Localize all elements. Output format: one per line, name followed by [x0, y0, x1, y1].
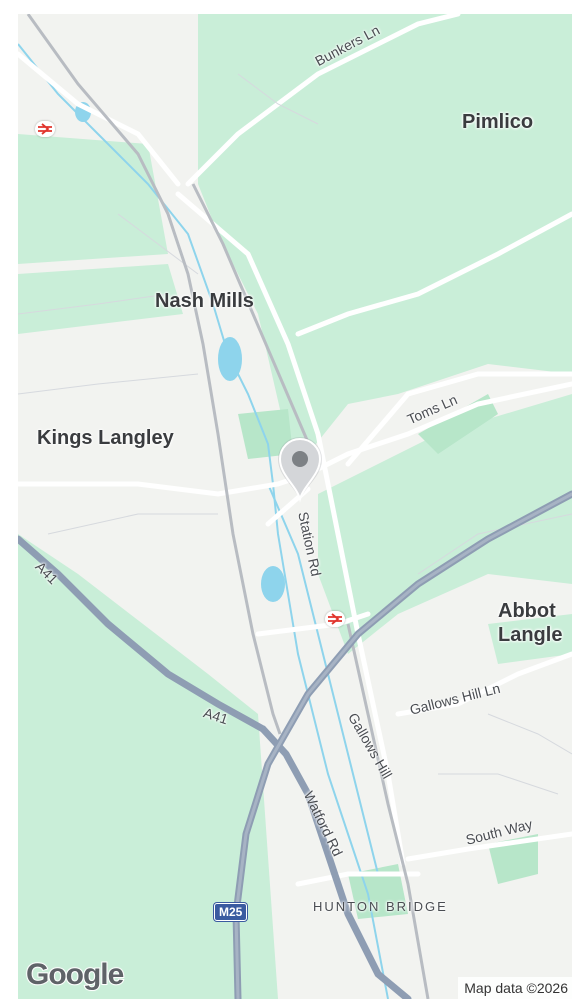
- google-logo[interactable]: Google: [25, 957, 125, 992]
- place-label-nash-mills: Nash Mills: [155, 290, 254, 312]
- rail-station-icon[interactable]: [35, 121, 55, 137]
- m25-shield: M25: [214, 903, 248, 921]
- place-label-abbots-langley-line2: Langle: [498, 624, 563, 646]
- place-label-pimlico: Pimlico: [462, 111, 534, 133]
- place-label-hunton-bridge: HUNTON BRIDGE: [313, 899, 448, 914]
- location-pin-icon[interactable]: [274, 435, 326, 508]
- rail-station-icon[interactable]: [325, 611, 345, 627]
- place-label-kings-langley: Kings Langley: [37, 427, 174, 449]
- place-label-abbots-langley-line1: Abbot: [498, 600, 556, 622]
- map-view[interactable]: Pimlico Nash Mills Kings Langley Abbot L…: [18, 14, 572, 999]
- map-base-layer: [18, 14, 572, 999]
- map-attribution[interactable]: Map data ©2026: [458, 977, 572, 999]
